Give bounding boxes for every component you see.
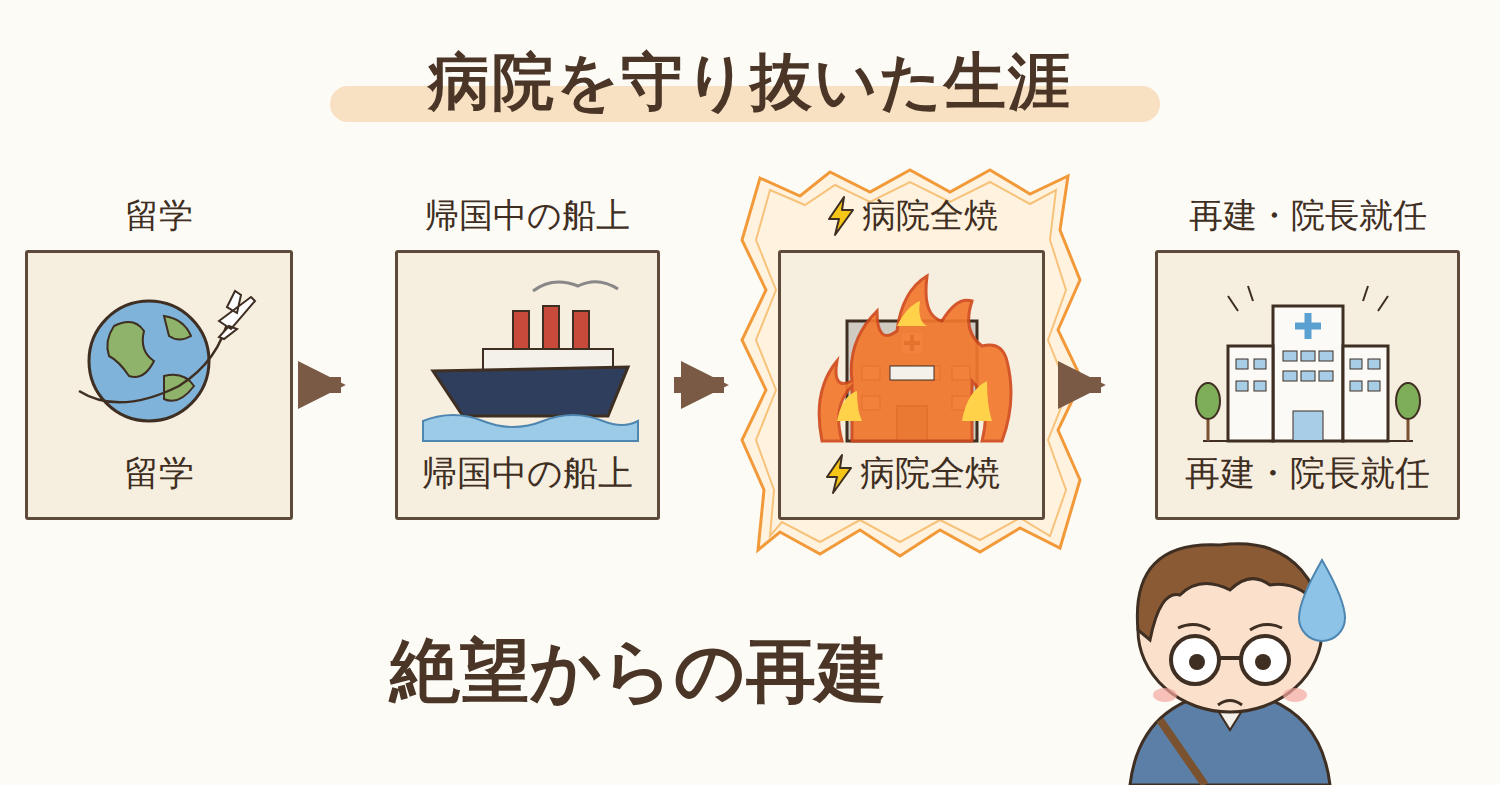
fire-glow [742,170,1082,556]
fire-glow-inner [756,182,1068,542]
heading-text: 帰国中の船上 [425,193,630,239]
worried-student [1130,544,1345,785]
footer-slogan: 絶望からの再建 [390,625,886,719]
stage-heading: 再建・院長就任 [1189,193,1427,239]
stage-box: 再建・院長就任再建・院長就任 [1155,250,1460,520]
flow-arrow [307,377,341,393]
stage-box: 帰国中の船上帰国中の船上 [395,250,660,520]
heading-text: 再建・院長就任 [1189,193,1427,239]
globe-plane [59,271,259,441]
caption-text: 帰国中の船上 [422,450,633,497]
flow-arrow [674,377,724,393]
stage-heading: 帰国中の船上 [425,193,630,239]
steamship [413,271,643,446]
stage-heading: 病院全焼 [826,193,998,239]
lightning-icon [826,196,856,236]
stage-caption-row: 病院全焼 [781,450,1042,497]
stage-caption-row: 留学 [28,450,290,497]
rebuilt-hospital [1178,271,1438,446]
stage-caption-row: 再建・院長就任 [1158,450,1457,497]
stage-caption-row: 帰国中の船上 [398,450,657,497]
lightning-icon [824,454,854,494]
stage-box: 病院全焼病院全焼 [778,250,1045,520]
burning-hospital [802,271,1022,446]
caption-text: 病院全焼 [860,450,1000,497]
caption-text: 留学 [124,450,194,497]
stage-heading: 留学 [125,193,193,239]
heading-text: 留学 [125,193,193,239]
stage-box: 留学留学 [25,250,293,520]
caption-text: 再建・院長就任 [1185,450,1430,497]
title: 病院を守り抜いた生涯 [0,40,1500,124]
heading-text: 病院全焼 [862,193,998,239]
flow-arrow [1059,377,1101,393]
